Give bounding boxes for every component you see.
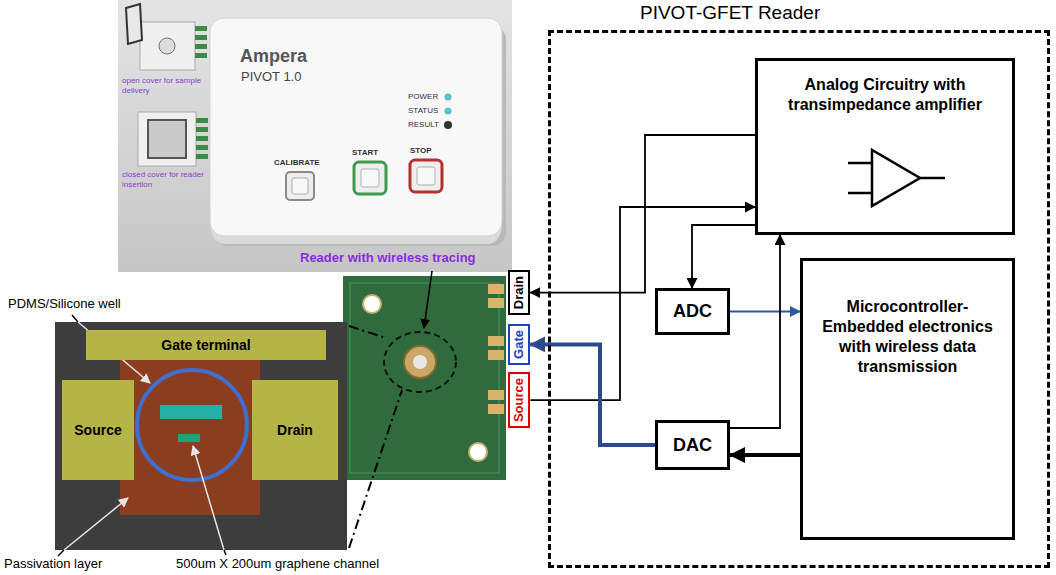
- button-face: [417, 167, 435, 185]
- amplifier-input: [848, 192, 872, 195]
- contact-fin: [195, 44, 207, 49]
- photo-note: closed cover for reader insertion: [122, 170, 210, 189]
- contact-pad: [488, 284, 504, 294]
- connector-group: [530, 135, 800, 455]
- sensor-well: [404, 346, 436, 378]
- process-box: ADC: [655, 288, 730, 335]
- leader-line: [424, 271, 432, 328]
- connector-arrow: [530, 135, 755, 293]
- pcb-board: [343, 276, 506, 480]
- gate-electrode: Gate terminal: [86, 330, 326, 360]
- leader-line: [58, 550, 64, 556]
- part-label: 500um X 200um graphene channel: [176, 556, 379, 572]
- box-label: Analog Circuitry with transimpedance amp…: [766, 75, 1004, 115]
- start-button: [354, 162, 386, 194]
- box-label: ADC: [673, 300, 712, 323]
- button-face: [361, 169, 379, 187]
- connector-arrow: [730, 235, 780, 428]
- mounting-hole: [363, 295, 381, 313]
- photo-caption: Reader with wireless tracing: [300, 250, 476, 266]
- calibrate-button: [286, 172, 314, 200]
- indicator-label: RESULT: [408, 120, 439, 130]
- contact-fin: [196, 127, 208, 132]
- graphene-channel: [160, 405, 222, 419]
- contact-fin: [196, 136, 208, 141]
- part-label: Passivation layer: [4, 556, 102, 572]
- leader-line: [72, 315, 78, 322]
- stop-button: [410, 160, 442, 192]
- zoom-ellipse: [384, 332, 456, 392]
- model-name: PIVOT 1.0: [241, 69, 301, 85]
- connector-arrow: [530, 207, 755, 400]
- well-ring: [137, 370, 247, 480]
- contact-pad: [488, 390, 504, 400]
- button-face: [292, 178, 308, 194]
- leader-line: [193, 446, 224, 550]
- process-box: Microcontroller-Embedded electronics wit…: [800, 258, 1015, 540]
- mounting-hole: [469, 443, 487, 461]
- indicator-label: POWER: [408, 92, 438, 102]
- button-label: START: [352, 148, 378, 158]
- contact-pad: [488, 298, 504, 308]
- cartridge-cover: [126, 4, 142, 44]
- contact-fin: [196, 145, 208, 150]
- passivation-layer: [120, 358, 260, 515]
- process-box: Analog Circuitry with transimpedance amp…: [755, 58, 1015, 235]
- box-label: Microcontroller-Embedded electronics wit…: [813, 297, 1002, 377]
- cartridge-closed: [138, 112, 196, 166]
- contact-pad: [488, 404, 504, 414]
- electrode-label: Source: [74, 422, 121, 438]
- part-label: PDMS/Silicone well: [8, 296, 121, 312]
- contact-fin: [195, 53, 207, 58]
- connector-arrow: [730, 310, 800, 312]
- button-label: STOP: [410, 146, 432, 156]
- electrode-label: Gate terminal: [161, 337, 250, 353]
- button-label: CALIBRATE: [274, 158, 320, 168]
- contact-pad: [488, 336, 504, 346]
- graphene-channel: [178, 434, 200, 442]
- contact-fin: [195, 35, 207, 40]
- pin-name: Source: [512, 378, 526, 422]
- device-body: [210, 18, 502, 236]
- electrode-label: Drain: [277, 422, 313, 438]
- pin-box: Gate: [508, 324, 530, 365]
- box-label: DAC: [673, 434, 712, 457]
- status-led: [445, 108, 452, 115]
- leader-line: [64, 498, 128, 550]
- pin-name: Gate: [512, 330, 526, 359]
- contact-pad: [488, 350, 504, 360]
- brand-name: Ampera: [240, 46, 307, 68]
- indicator-label: STATUS: [408, 106, 438, 116]
- zoom-line: [349, 326, 386, 338]
- frame-title: PIVOT-GFET Reader: [640, 2, 820, 24]
- sensor-chip: [413, 355, 427, 369]
- drain-electrode: Drain: [252, 380, 338, 480]
- amplifier-output: [920, 177, 945, 180]
- cartridge-open: [140, 22, 195, 70]
- leader-line: [224, 550, 226, 555]
- photo-ground: [118, 0, 512, 272]
- result-led: [444, 121, 452, 129]
- zoom-line: [349, 390, 402, 548]
- chip-substrate: [55, 322, 347, 550]
- contact-fin: [195, 26, 207, 31]
- pin-name: Drain: [512, 276, 526, 309]
- process-box: DAC: [655, 420, 730, 470]
- cartridge-window: [148, 120, 186, 158]
- contact-fin: [196, 118, 208, 123]
- reader-frame: PIVOT-GFET ReaderAnalog Circuitry with t…: [548, 30, 1050, 568]
- pcb-trace: [350, 283, 499, 473]
- amplifier-symbol: [872, 150, 920, 206]
- pin-box: Source: [508, 372, 530, 428]
- source-electrode: Source: [62, 380, 134, 480]
- contact-fin: [196, 154, 208, 159]
- connector-arrow: [692, 225, 755, 288]
- connector-arrow: [730, 453, 800, 457]
- pin-box: Drain: [508, 270, 530, 315]
- sample-well: [159, 38, 175, 54]
- photo-note: open cover for sample delivery: [122, 76, 206, 95]
- amplifier-input: [848, 162, 872, 165]
- status-led: [445, 94, 452, 101]
